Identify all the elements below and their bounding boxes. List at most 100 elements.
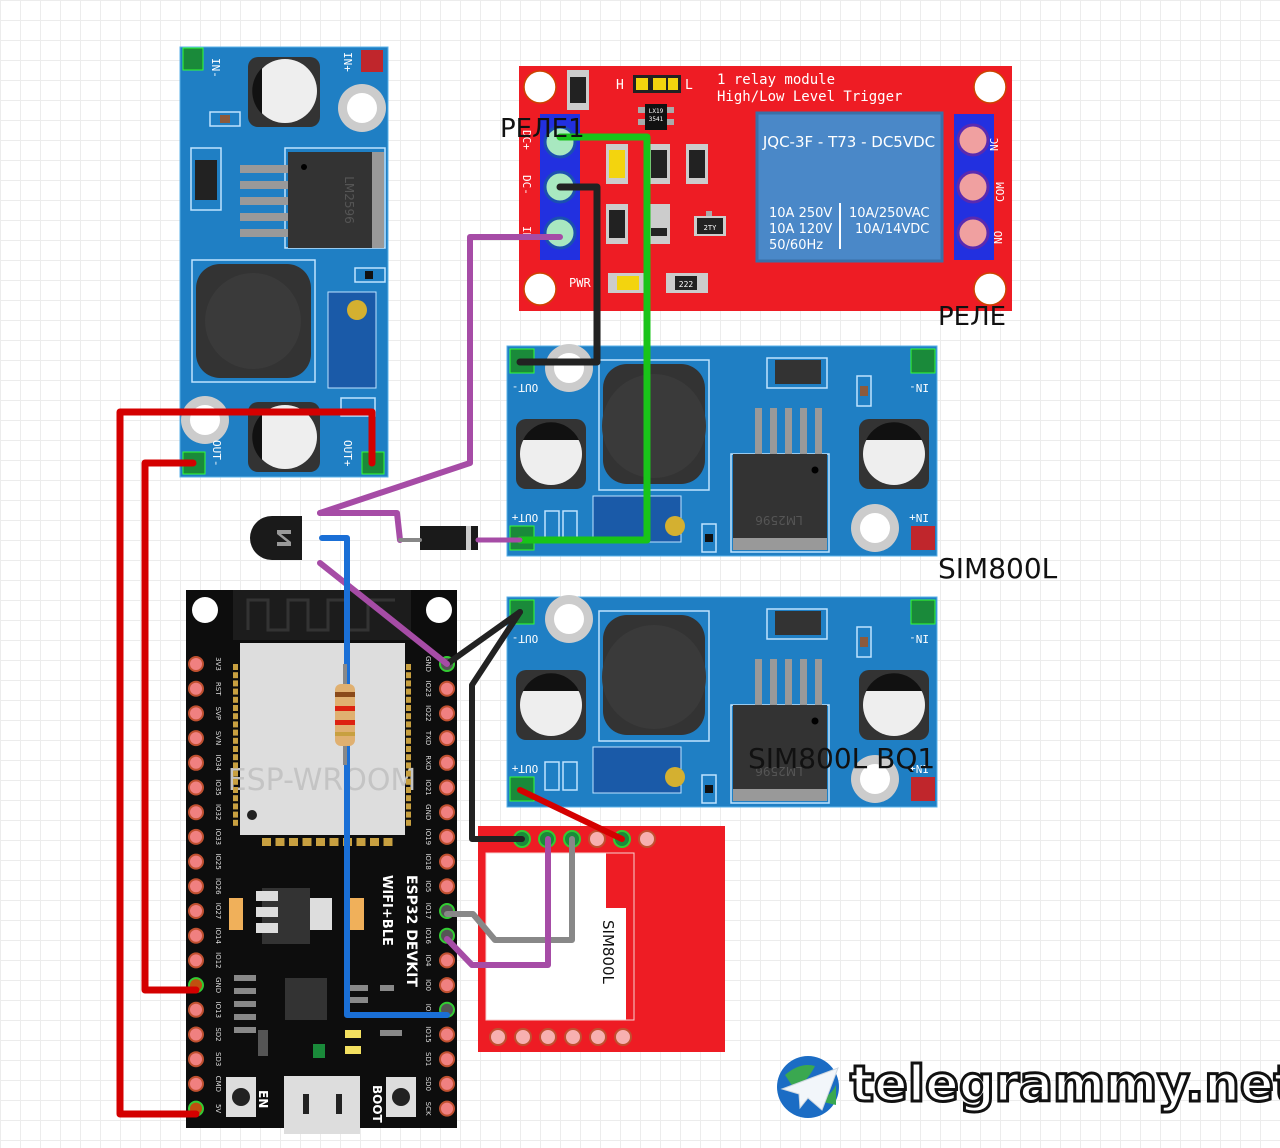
terminal-com[interactable] xyxy=(956,170,990,204)
esp32-pin-label: IO33 xyxy=(214,829,222,845)
sim800l-pad[interactable] xyxy=(489,1028,507,1046)
esp32-pin-sck[interactable] xyxy=(439,1100,455,1117)
buck1-pin-label: OUT+ xyxy=(341,440,354,467)
buck-pin-label: OUT+ xyxy=(511,762,538,775)
esp32-pin-io15[interactable] xyxy=(439,1026,455,1043)
esp32-pin-gnd[interactable] xyxy=(439,804,455,821)
wire-purple-io16[interactable] xyxy=(444,836,551,968)
wire-red-sim-vcc[interactable] xyxy=(517,787,625,842)
esp32-devkit[interactable]: ESP-WROOM 3V3RSTSVPSVNIO34IO35IO32IO33IO… xyxy=(186,590,457,1134)
esp32-pin-io12[interactable] xyxy=(188,952,204,969)
esp32-pin-rxd[interactable] xyxy=(439,754,455,771)
buck-sim800l-bq1-label: SIM800L BQ1 xyxy=(748,742,936,775)
esp32-pin-label: RST xyxy=(214,682,222,696)
esp32-pin-io21[interactable] xyxy=(439,779,455,796)
esp32-pin-svn[interactable] xyxy=(188,730,204,747)
esp32-pin-label: IO26 xyxy=(214,878,222,895)
buck-sim800l-label: SIM800L xyxy=(938,552,1058,585)
esp32-pin-sd2[interactable] xyxy=(188,1026,204,1043)
relay-title-line1: 1 relay module xyxy=(717,72,835,88)
esp32-pin-label: SCK xyxy=(424,1102,432,1116)
wire-gray-io17[interactable] xyxy=(444,836,575,943)
pin-in-plus[interactable] xyxy=(361,50,383,72)
relay-pin-label: DC- xyxy=(520,175,533,195)
esp32-pin-label: TXD xyxy=(424,730,432,745)
pin-in-minus[interactable] xyxy=(182,47,204,71)
esp32-pin-label: SVN xyxy=(214,731,222,745)
wire-purple-in[interactable] xyxy=(317,234,563,516)
sim800l-pad[interactable] xyxy=(514,1028,532,1046)
wire-green-dc-plus[interactable] xyxy=(516,133,651,544)
terminal-in[interactable] xyxy=(543,216,577,250)
pin-in-minus[interactable] xyxy=(910,599,936,625)
buck-converter-top-left[interactable]: LM2596 IN- IN+ OUT- OUT+ xyxy=(179,46,389,478)
esp32-pin-label: IO25 xyxy=(214,853,222,869)
buck-chip-label: LM2596 xyxy=(755,513,803,527)
sim800l-pad[interactable] xyxy=(564,1028,582,1046)
esp32-pin-io0[interactable] xyxy=(439,977,455,994)
relay-title-line2: High/Low Level Trigger xyxy=(717,89,902,105)
esp32-pin-sd1[interactable] xyxy=(439,1051,455,1068)
esp32-pin-txd[interactable] xyxy=(439,730,455,747)
pin-in-minus[interactable] xyxy=(910,348,936,374)
esp32-pin-svp[interactable] xyxy=(188,705,204,722)
relay-out-label: NC xyxy=(988,138,1001,151)
sim800l-pad[interactable] xyxy=(638,830,656,848)
jumper-h-label: H xyxy=(616,78,624,93)
sim800l-pad[interactable] xyxy=(589,1028,607,1046)
esp32-pin-io13[interactable] xyxy=(188,1001,204,1018)
esp32-pin-3v3[interactable] xyxy=(188,656,204,672)
esp32-pin-label: IO34 xyxy=(214,755,222,772)
wire-purple-base[interactable] xyxy=(317,510,403,543)
chip-label: LX19 xyxy=(649,108,664,115)
esp32-pin-label: IO15 xyxy=(424,1026,432,1042)
usb-port[interactable] xyxy=(284,1076,360,1134)
wire-black-gnd-2[interactable] xyxy=(469,609,525,842)
terminal-nc[interactable] xyxy=(956,123,990,157)
transistor[interactable] xyxy=(250,516,302,560)
relay-module[interactable]: H L 1 relay module High/Low Level Trigge… xyxy=(519,66,1012,311)
chip-label: 3541 xyxy=(649,116,664,123)
diode[interactable] xyxy=(420,526,478,550)
esp32-pin-io22[interactable] xyxy=(439,705,455,722)
esp32-pin-io23[interactable] xyxy=(439,680,455,697)
sim800l-pad[interactable] xyxy=(539,1028,557,1046)
esp32-pin-io33[interactable] xyxy=(188,828,204,845)
sim800l-pad[interactable] xyxy=(614,1028,632,1046)
relay1-label: РЕЛЕ1 xyxy=(500,114,585,144)
wire-red-5v[interactable] xyxy=(116,408,376,1118)
esp32-pin-io25[interactable] xyxy=(188,853,204,870)
esp32-pin-io32[interactable] xyxy=(188,804,204,821)
esp32-pin-io27[interactable] xyxy=(188,903,204,919)
resistor[interactable] xyxy=(335,664,355,765)
buck-pin-label: OUT- xyxy=(512,381,539,394)
wire-black-gnd-1[interactable] xyxy=(444,609,523,667)
wire-purple-emitter[interactable] xyxy=(317,560,450,667)
relay-pin-label: DC+ xyxy=(520,130,533,150)
wire-red-gnd[interactable] xyxy=(141,459,200,994)
pin-in-plus[interactable] xyxy=(911,526,935,550)
esp32-pin-io14[interactable] xyxy=(188,927,204,944)
relay-label: РЕЛЕ xyxy=(938,302,1007,332)
esp32-pin-io19[interactable] xyxy=(439,828,455,845)
esp32-pin-io4[interactable] xyxy=(439,952,455,969)
esp32-pin-sd3[interactable] xyxy=(188,1051,204,1068)
buck-pin-label: OUT- xyxy=(512,632,539,645)
wire-blue-signal[interactable] xyxy=(319,535,450,1018)
pin-in-plus[interactable] xyxy=(911,777,935,801)
sim800l-pad[interactable] xyxy=(588,830,606,848)
esp32-pin-io5[interactable] xyxy=(439,878,455,895)
esp32-pin-label: SD0 xyxy=(424,1077,432,1091)
esp32-pin-io26[interactable] xyxy=(188,878,204,895)
esp32-pin-rst[interactable] xyxy=(188,680,204,697)
esp32-pin-io34[interactable] xyxy=(188,754,204,771)
terminal-no[interactable] xyxy=(956,216,990,250)
esp32-pin-cmd[interactable] xyxy=(188,1075,204,1092)
wire-black-dc-minus[interactable] xyxy=(516,183,601,366)
esp32-pin-io18[interactable] xyxy=(439,853,455,870)
esp32-pin-sd0[interactable] xyxy=(439,1075,455,1092)
esp32-pin-io35[interactable] xyxy=(188,779,204,796)
